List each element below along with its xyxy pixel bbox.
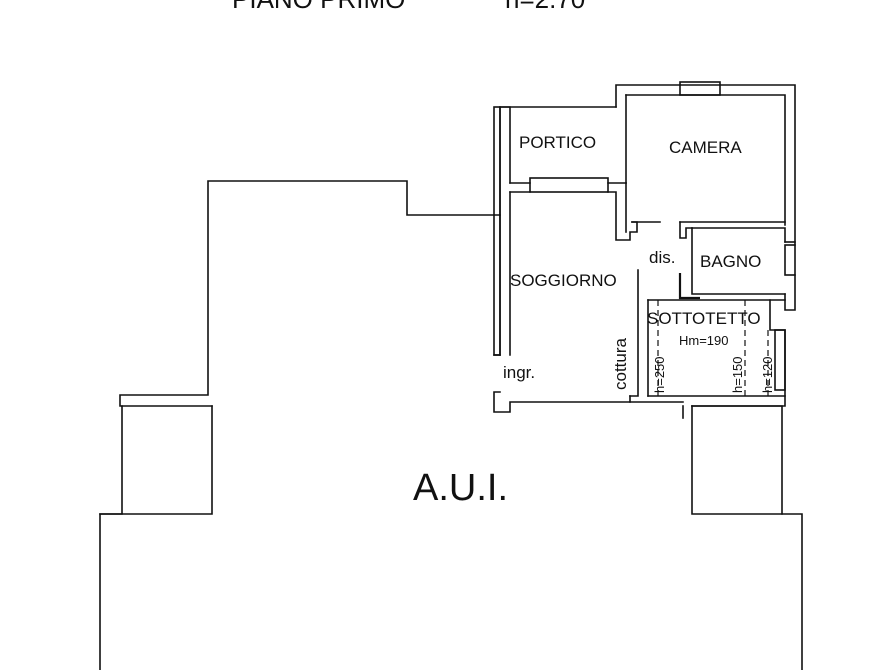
room-label-cottura: cottura xyxy=(611,337,630,390)
room-label-bagno: BAGNO xyxy=(700,252,761,271)
height-label-250: h=250 xyxy=(652,356,667,393)
floor-title: PIANO PRIMO xyxy=(232,0,405,14)
room-labels: PORTICO CAMERA BAGNO dis. SOGGIORNO SOTT… xyxy=(503,133,775,393)
apartment-walls xyxy=(493,81,796,413)
plan-header: PIANO PRIMO h=2.70 xyxy=(232,0,585,14)
aui-label: A.U.I. xyxy=(413,467,508,509)
room-label-sottotetto: SOTTOTETTO xyxy=(647,309,761,328)
room-label-dis: dis. xyxy=(649,248,675,267)
height-label-120: h=120 xyxy=(760,356,775,393)
room-label-camera: CAMERA xyxy=(669,138,742,157)
room-label-portico: PORTICO xyxy=(519,133,596,152)
room-label-soggiorno: SOGGIORNO xyxy=(510,271,617,290)
room-label-ingr: ingr. xyxy=(503,363,535,382)
aui-outline xyxy=(99,180,803,670)
height-label-150: h=150 xyxy=(730,356,745,393)
height-note: h=2.70 xyxy=(505,0,585,14)
sottotetto-height: Hm=190 xyxy=(679,333,729,348)
